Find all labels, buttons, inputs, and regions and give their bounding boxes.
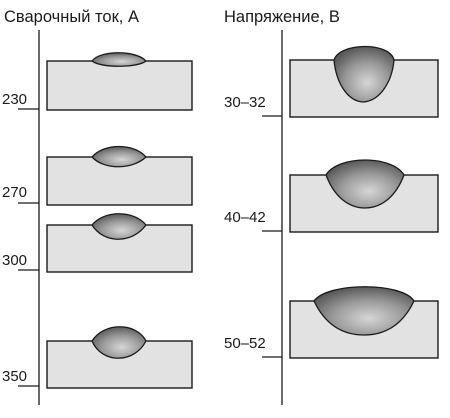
current-label-270: 270 bbox=[2, 184, 27, 201]
current-panel-title: Сварочный ток, А bbox=[4, 8, 139, 26]
weld-bead bbox=[91, 145, 147, 168]
weld-bead bbox=[333, 45, 395, 103]
weld-bead bbox=[91, 326, 147, 359]
current-level-300: 300 bbox=[2, 213, 193, 273]
voltage-panel: Напряжение, В 30–32 40–42 50–52 bbox=[224, 8, 439, 405]
current-level-350: 350 bbox=[2, 326, 193, 389]
voltage-level-40-42: 40–42 bbox=[224, 159, 439, 233]
voltage-panel-title: Напряжение, В bbox=[224, 8, 340, 26]
current-label-350: 350 bbox=[2, 368, 27, 385]
weld-bead bbox=[313, 286, 415, 336]
voltage-level-50-52: 50–52 bbox=[224, 286, 439, 359]
voltage-level-30-32: 30–32 bbox=[224, 45, 439, 118]
weld-plate bbox=[46, 60, 193, 111]
voltage-label-50-52: 50–52 bbox=[224, 335, 266, 352]
current-label-300: 300 bbox=[2, 252, 27, 269]
current-level-270: 270 bbox=[2, 145, 193, 206]
weld-bead bbox=[91, 213, 147, 240]
weld-bead bbox=[325, 159, 405, 209]
current-panel: Сварочный ток, А 230 270 300 bbox=[2, 8, 193, 405]
current-level-230: 230 bbox=[2, 52, 193, 111]
voltage-label-30-32: 30–32 bbox=[224, 94, 266, 111]
current-label-230: 230 bbox=[2, 91, 27, 108]
weld-bead bbox=[91, 52, 147, 67]
voltage-label-40-42: 40–42 bbox=[224, 209, 266, 226]
